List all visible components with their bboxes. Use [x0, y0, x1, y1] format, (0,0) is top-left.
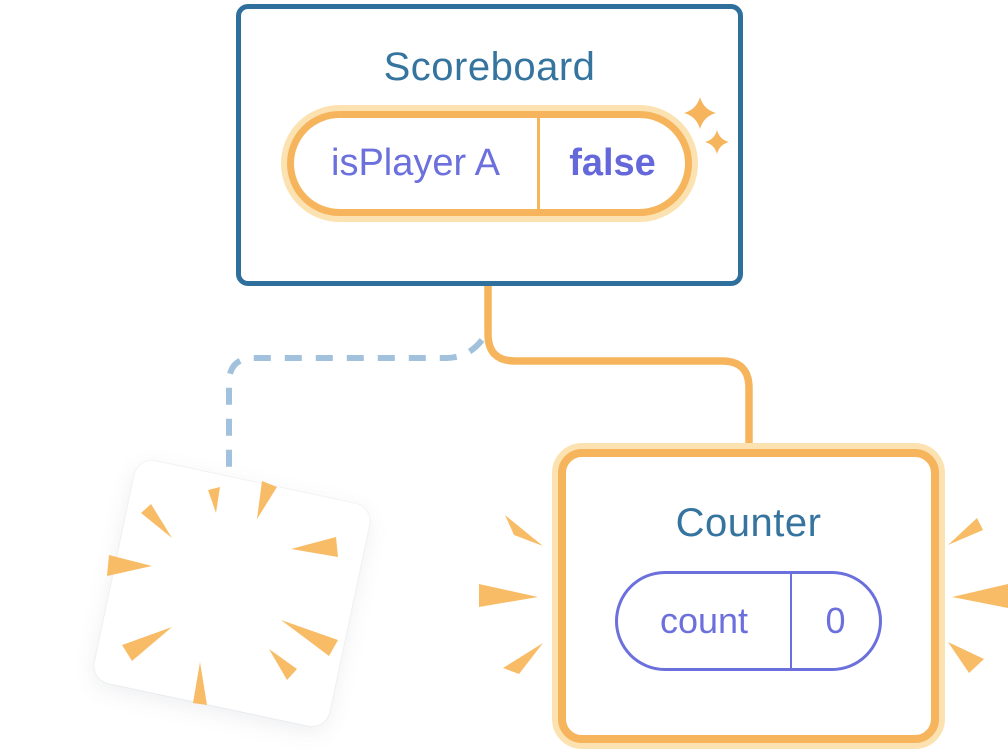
- connector-active-line: [484, 283, 753, 458]
- state-name-cell: count: [618, 574, 790, 668]
- pill-divider: [537, 118, 540, 209]
- pill-divider: [790, 574, 792, 668]
- state-value-cell: 0: [792, 574, 879, 668]
- counter-card: Counter count 0: [558, 449, 939, 743]
- state-name: isPlayer A: [331, 142, 500, 184]
- destroyed-component-card: [91, 457, 373, 730]
- state-name-cell: isPlayer A: [294, 118, 537, 209]
- state-value-cell: false: [540, 118, 685, 209]
- scoreboard-card: Scoreboard isPlayer A false: [236, 4, 743, 286]
- connector-destroyed-dashed-line: [226, 338, 485, 472]
- state-name: count: [659, 600, 749, 641]
- counter-title: Counter: [675, 501, 822, 545]
- counter-state-pill: count 0: [615, 571, 882, 671]
- state-value: 0: [825, 600, 846, 641]
- state-value: false: [569, 142, 656, 184]
- scoreboard-state-pill: isPlayer A false: [287, 111, 692, 216]
- scoreboard-title: Scoreboard: [383, 45, 596, 89]
